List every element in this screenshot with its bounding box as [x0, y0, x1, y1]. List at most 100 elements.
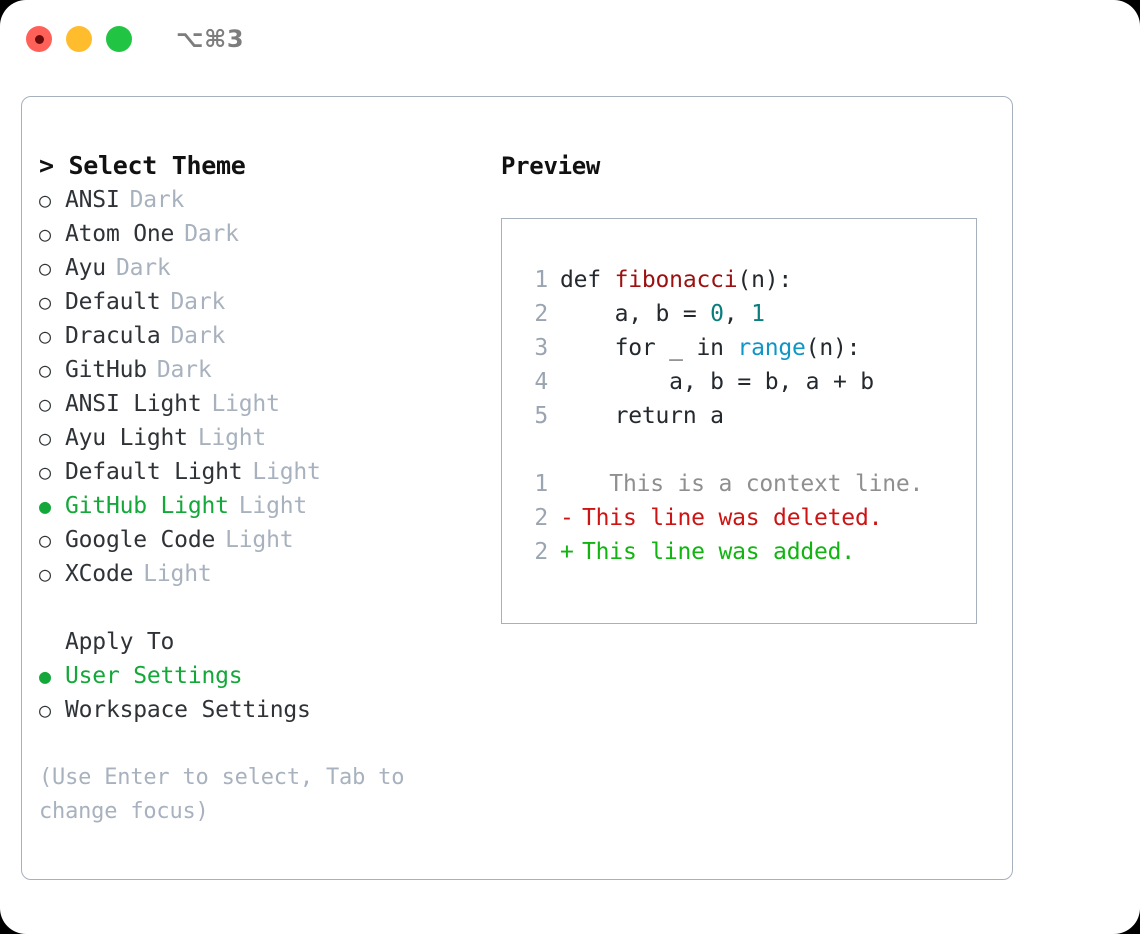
code-token-call: range [737, 335, 806, 361]
apply-to-option[interactable]: ○ Workspace Settings [39, 693, 489, 727]
line-number: 1 [534, 267, 548, 293]
apply-to-list: ● User Settings ○ Workspace Settings [39, 659, 489, 727]
close-button-icon[interactable] [26, 26, 52, 52]
radio-unselected-icon: ○ [39, 188, 51, 212]
recording-dot-icon [34, 34, 44, 44]
title-bar: ⌥⌘3 [0, 0, 1140, 78]
window-controls [26, 26, 132, 52]
line-number: 2 [534, 301, 548, 327]
line-number: 3 [534, 335, 548, 361]
code-line: 5 return a [524, 399, 976, 433]
theme-option-variant: Dark [115, 255, 171, 281]
theme-option-label: ANSI [65, 187, 120, 213]
line-number: 5 [534, 403, 548, 429]
theme-option-label: Dracula [65, 323, 161, 349]
code-token-plain: , [723, 301, 752, 327]
theme-option-label: GitHub Light [65, 493, 229, 519]
theme-option-variant: Light [197, 425, 267, 451]
radio-selected-icon: ● [39, 664, 51, 688]
theme-option[interactable]: ○ Dracula Dark [39, 319, 489, 353]
line-number: 2 [534, 505, 548, 531]
theme-option-variant: Light [211, 391, 280, 417]
radio-selected-icon: ● [39, 494, 51, 518]
theme-option[interactable]: ● GitHub Light Light [39, 489, 489, 523]
theme-option-label: XCode [65, 561, 134, 587]
diff-line: 1 This is a context line. [524, 467, 976, 501]
code-line: 4 a, b = b, a + b [524, 365, 976, 399]
theme-option-label: GitHub [65, 357, 147, 383]
select-theme-heading: > Select Theme [39, 151, 246, 180]
apply-to-option-label: Workspace Settings [65, 697, 311, 723]
line-number: 4 [534, 369, 548, 395]
diff-line: 2+This line was added. [524, 535, 976, 569]
keyboard-hint-text: (Use Enter to select, Tab to change focu… [39, 765, 405, 824]
theme-option-variant: Light [225, 527, 294, 553]
code-line: 1 def fibonacci(n): [524, 263, 976, 297]
theme-option-variant: Dark [156, 357, 212, 383]
theme-option[interactable]: ○ Ayu Dark [39, 251, 489, 285]
theme-option-variant: Light [143, 561, 212, 587]
theme-option[interactable]: ○ GitHub Dark [39, 353, 489, 387]
line-number: 1 [534, 471, 548, 497]
code-token-plain: for _ in [560, 335, 738, 361]
radio-unselected-icon: ○ [39, 222, 51, 246]
theme-option-variant: Dark [170, 289, 226, 315]
radio-unselected-icon: ○ [39, 562, 51, 586]
keyboard-shortcut-label: ⌥⌘3 [176, 25, 245, 53]
radio-unselected-icon: ○ [39, 698, 51, 722]
theme-option-label: Ayu Light [65, 425, 188, 451]
radio-unselected-icon: ○ [39, 324, 51, 348]
minimize-button-icon[interactable] [66, 26, 92, 52]
theme-option[interactable]: ○ Default Light Light [39, 455, 489, 489]
preview-heading: Preview [501, 152, 601, 180]
theme-option[interactable]: ○ Atom One Dark [39, 217, 489, 251]
diff-line-text: This is a context line. [582, 471, 924, 497]
code-token-plain: (n): [805, 335, 861, 361]
code-token-plain: def [560, 267, 615, 293]
diff-marker: - [560, 505, 574, 531]
radio-unselected-icon: ○ [39, 256, 51, 280]
theme-option-label: Atom One [65, 221, 175, 247]
theme-option-variant: Dark [170, 323, 226, 349]
code-token-number: 1 [751, 301, 765, 327]
code-token-number: 0 [710, 301, 724, 327]
list-spacer [39, 591, 489, 625]
diff-line-text: This line was deleted. [582, 505, 883, 531]
diff-sample: 1 This is a context line. 2-This line was… [524, 467, 976, 569]
zoom-button-icon[interactable] [106, 26, 132, 52]
theme-option[interactable]: ○ ANSI Dark [39, 183, 489, 217]
apply-to-option-label: User Settings [65, 663, 243, 689]
radio-unselected-icon: ○ [39, 290, 51, 314]
code-token-plain: a, b = [560, 301, 711, 327]
theme-option-label: Default [65, 289, 161, 315]
apply-to-option[interactable]: ● User Settings [39, 659, 489, 693]
theme-option-variant: Light [252, 459, 321, 485]
diff-marker: + [560, 539, 574, 565]
theme-option-label: Ayu [65, 255, 106, 281]
theme-option-label: Google Code [65, 527, 216, 553]
radio-unselected-icon: ○ [39, 460, 51, 484]
theme-option-variant: Light [238, 493, 308, 519]
radio-unselected-icon: ○ [39, 358, 51, 382]
code-token-plain: (n): [737, 267, 793, 293]
theme-option-variant: Dark [129, 187, 185, 213]
apply-to-heading: Apply To [65, 629, 175, 655]
code-token-function: fibonacci [614, 267, 738, 293]
code-line: 2 a, b = 0, 1 [524, 297, 976, 331]
theme-option-variant: Dark [184, 221, 239, 247]
theme-option[interactable]: ○ Ayu Light Light [39, 421, 489, 455]
code-token-plain: return a [560, 403, 724, 429]
theme-option[interactable]: ○ Default Dark [39, 285, 489, 319]
theme-option-label: Default Light [65, 459, 243, 485]
theme-option[interactable]: ○ XCode Light [39, 557, 489, 591]
diff-marker [560, 467, 582, 501]
code-token-plain: a, b = b, a + b [560, 369, 874, 395]
radio-unselected-icon: ○ [39, 426, 51, 450]
diff-line-text: This line was added. [582, 539, 855, 565]
